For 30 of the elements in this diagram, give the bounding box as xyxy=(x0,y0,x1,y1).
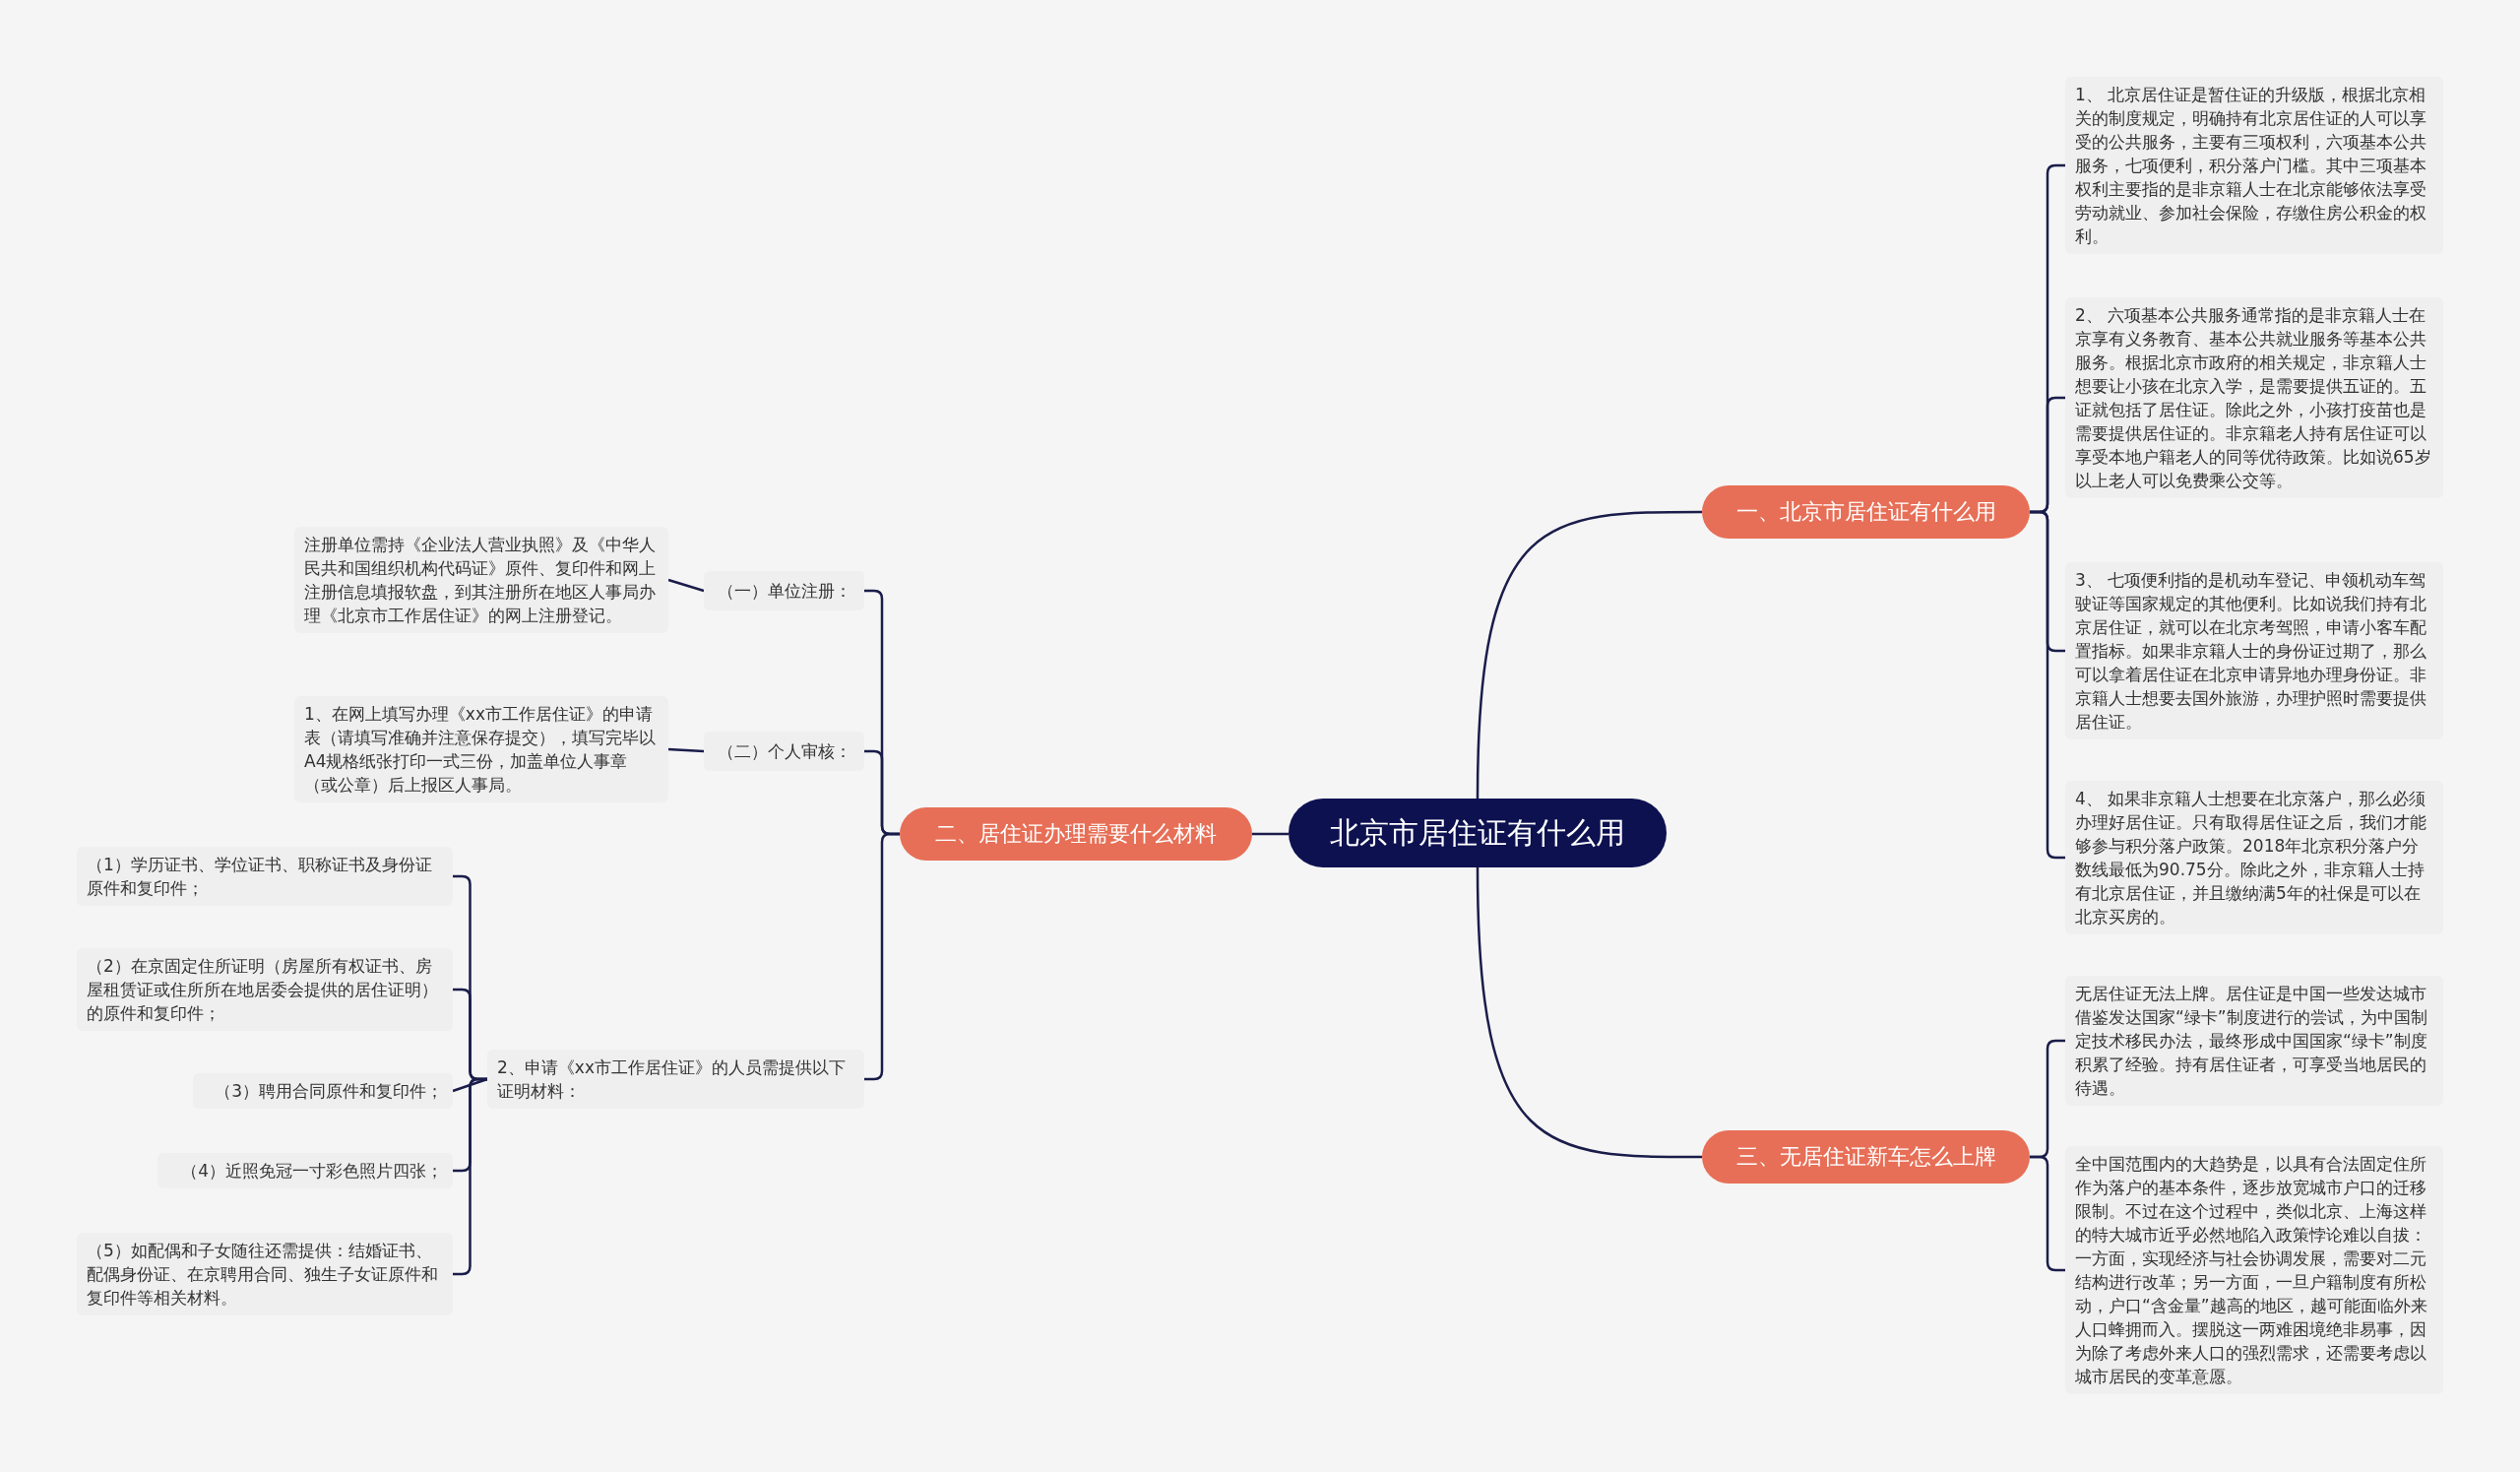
connector-line xyxy=(453,1077,487,1276)
connector-line xyxy=(1476,866,1702,1159)
branch-topic: 一、北京市居住证有什么用 xyxy=(1702,485,2030,539)
text-card: 1、在网上填写办理《xx市工作居住证》的申请表（请填写准确并注意保存提交），填写完毕以A4规格纸张打印一式三份，加盖单位人事章（或公章）后上报区人事局。 xyxy=(294,696,668,802)
text-card: 无居住证无法上牌。居住证是中国一些发达城市借鉴发达国家“绿卡”制度进行的尝试，为中国制定技术移民办法，最终形成中国国家“绿卡”制度积累了经验。持有居住证者，可享受当地居民的待遇。 xyxy=(2065,976,2443,1106)
connector-line xyxy=(452,1077,488,1093)
text-card: 3、 七项便利指的是机动车登记、申领机动车驾驶证等国家规定的其他便利。比如说我们持有北京居住证，就可以在北京考驾照，申请小客车配置指标。如果非京籍人士的身份证过期了，那么可以拿着居住证在北京申请异地办理身份证。非京籍人士想要去国外旅游，办理护照时需要提供居住证。 xyxy=(2065,562,2443,739)
text-card: 注册单位需持《企业法人营业执照》及《中华人民共和国组织机构代码证》原件、复印件和网上注册信息填报软盘，到其注册所在地区人事局办理《北京市工作居住证》的网上注册登记。 xyxy=(294,527,668,633)
text-card: （4）近照免冠一寸彩色照片四张； xyxy=(158,1153,453,1188)
text-card: （2）在京固定住所证明（房屋所有权证书、房屋租赁证或住所所在地居委会提供的居住证明）的原件和复印件； xyxy=(77,948,453,1031)
connector-line xyxy=(2030,510,2065,860)
branch-topic: 三、无居住证新车怎么上牌 xyxy=(1702,1130,2030,1184)
connector-line xyxy=(2030,1155,2065,1272)
text-card: （3）聘用合同原件和复印件； xyxy=(193,1073,453,1109)
text-card: 4、 如果非京籍人士想要在北京落户，那么必须办理好居住证。只有取得居住证之后，我们才能够参与积分落户政策。2018年北京积分落户分数线最低为90.75分。除此之外，非京籍人士持有北京居住证，并且缴纳满5年的社保是可以在北京买房的。 xyxy=(2065,781,2443,934)
text-card: 全中国范围内的大趋势是，以具有合法固定住所作为落户的基本条件，逐步放宽城市户口的迁移限制。不过在这个过程中，类似北京、上海这样的特大城市近乎必然地陷入政策悖论难以自拔：一方面，实现经济与社会协调发展，需要对二元结构进行改革；另一方面，一旦户籍制度有所松动，户口“含金量”越高的地区，越可能面临外来人口蜂拥而入。摆脱这一两难困境绝非易事，因为除了考虑外来人口的强烈需求，还需要考虑以城市居民的变革意愿。 xyxy=(2065,1146,2443,1394)
text-card: （5）如配偶和子女随往还需提供：结婚证书、配偶身份证、在京聘用合同、独生子女证原件和复印件等相关材料。 xyxy=(77,1233,453,1315)
text-card: （1）学历证书、学位证书、职称证书及身份证原件和复印件； xyxy=(77,847,453,906)
subtopic-label: （二）个人审核： xyxy=(704,732,864,771)
connector-line xyxy=(667,747,705,753)
central-topic: 北京市居住证有什么用 xyxy=(1289,799,1667,867)
connector-line xyxy=(1252,832,1289,836)
branch-topic: 二、居住证办理需要什么材料 xyxy=(900,807,1252,861)
connector-line xyxy=(1476,510,1702,800)
connector-line xyxy=(667,578,705,593)
text-card: 2、申请《xx市工作居住证》的人员需提供以下证明材料： xyxy=(487,1050,864,1109)
text-card: 1、 北京居住证是暂住证的升级版，根据北京相关的制度规定，明确持有北京居住证的人可以享受的公共服务，主要有三项权利，六项基本公共服务，七项便利，积分落户门槛。其中三项基本权利主要指的是非京籍人士在北京能够依法享受劳动就业、参加社会保险，存缴住房公积金的权利。 xyxy=(2065,77,2443,254)
connector-line xyxy=(864,832,900,1081)
text-card: 2、 六项基本公共服务通常指的是非京籍人士在京享有义务教育、基本公共就业服务等基本公共服务。根据北京市政府的相关规定，非京籍人士想要让小孩在北京入学，是需要提供五证的。五证就包括了居住证。除此之外，小孩打疫苗也是需要提供居住证的。非京籍老人持有居住证可以享受本地户籍老人的同等优待政策。比如说65岁以上老人可以免费乘公交等。 xyxy=(2065,297,2443,498)
subtopic-label: （一）单位注册： xyxy=(704,571,864,610)
